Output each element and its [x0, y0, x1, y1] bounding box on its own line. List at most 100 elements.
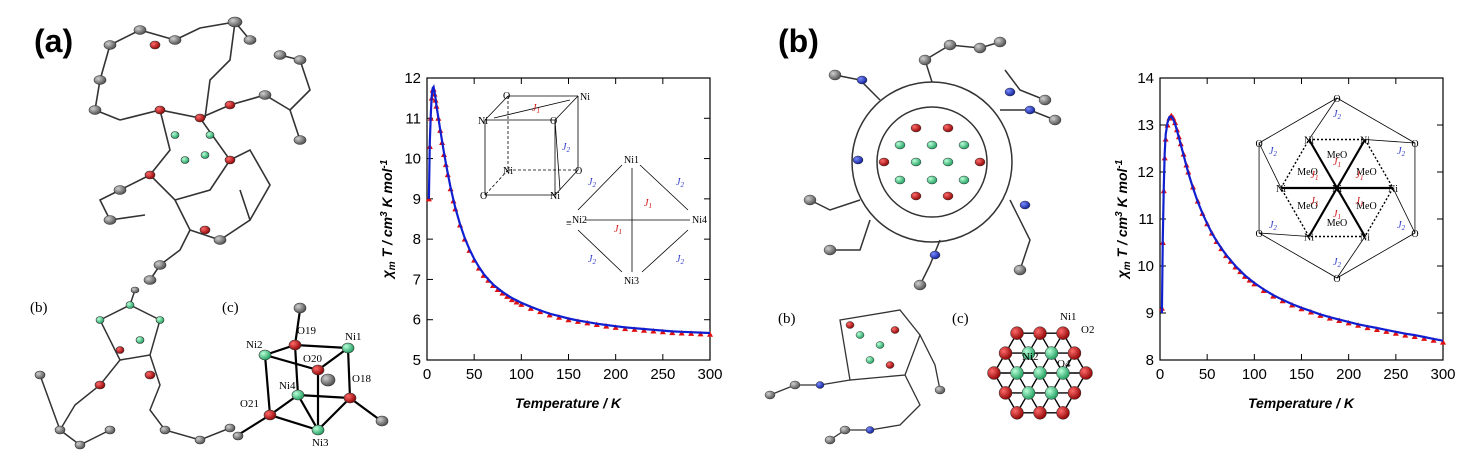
sub-label-b-b: (b)	[778, 311, 796, 327]
oxygen-atom	[987, 366, 1001, 380]
oxygen-atom	[1033, 326, 1047, 340]
oxygen-atom	[1056, 326, 1070, 340]
inset-j1-label: J1	[1333, 209, 1341, 221]
inset-atom: O	[503, 91, 510, 102]
atom-label: O4	[1057, 358, 1071, 370]
equiv-symbol: ≡	[566, 218, 572, 229]
y-tick-label: 8	[413, 231, 421, 248]
inset-meo-label: MeO	[1356, 167, 1377, 178]
inset-ni-label: Ni1	[624, 155, 639, 166]
inset-j1-label: J1	[1311, 170, 1319, 182]
bond	[1364, 187, 1394, 237]
y-tick-label: 12	[404, 70, 421, 87]
data-point	[518, 301, 525, 307]
y-tick-label: 9	[413, 191, 421, 208]
inset-j2-label: J2	[1333, 257, 1341, 269]
bond	[1280, 187, 1310, 237]
y-tick-label: 9	[1146, 305, 1154, 322]
inset-o-label: O	[1333, 274, 1340, 285]
nickel-atom	[1044, 346, 1059, 360]
inset-ni-label: Ni	[1360, 232, 1370, 243]
nickel-atom	[1010, 366, 1024, 380]
oxygen-atom	[1067, 386, 1082, 400]
data-point	[508, 296, 515, 303]
nickel-atom	[1033, 366, 1047, 380]
inset-j1-label: J1	[1356, 196, 1364, 208]
oxygen-atom	[1010, 326, 1024, 340]
panel-label-a: (a)	[34, 23, 73, 59]
cubane-core-a: Ni2 O19 Ni1 O20 Ni4 O21 O18 Ni3	[232, 302, 389, 449]
sub-label-a-b: (b)	[30, 300, 48, 316]
x-tick-label: 300	[697, 366, 722, 383]
bond	[1308, 97, 1338, 140]
y-tick-label: 10	[404, 151, 421, 168]
nickel-atom	[1044, 386, 1059, 400]
chart-b-data	[1158, 112, 1446, 345]
atom-label: O2	[1081, 324, 1094, 336]
y-tick-label: 12	[1137, 164, 1154, 181]
inset-j1-label: J1	[644, 198, 652, 210]
data-point	[1411, 333, 1418, 339]
inset-j2-label: J2	[1397, 220, 1405, 232]
y-tick-label: 7	[413, 271, 421, 288]
inset-j1-label: J1	[1356, 170, 1364, 182]
inset-j2-label: J2	[1333, 109, 1341, 121]
x-tick-label: 100	[1242, 366, 1267, 383]
data-point	[527, 305, 534, 311]
y-tick-label: 8	[1146, 352, 1154, 369]
atom-label: O19	[297, 325, 316, 337]
inset-j2-label: J2	[1269, 220, 1277, 232]
y-tick-label: 11	[1138, 211, 1154, 228]
oxygen-atom	[1067, 346, 1082, 360]
molecule-fragment-b-b	[764, 309, 946, 445]
inset-j1-label: J1	[532, 103, 540, 115]
inset-meo-label: MeO	[1297, 167, 1318, 178]
x-tick-label: 250	[650, 366, 675, 383]
atom-label: Ni2	[1022, 351, 1039, 363]
data-point	[1392, 330, 1399, 336]
fit-line	[427, 84, 711, 335]
y-axis-title-a: χm T / cm3 K mol-1	[379, 159, 398, 280]
atom-label: O21	[240, 398, 259, 410]
bond	[1364, 139, 1415, 144]
hexagonal-core-b: Ni1 O2 Ni2 O4	[987, 311, 1094, 420]
sub-label-a-c: (c)	[222, 300, 239, 316]
bond	[1258, 142, 1282, 189]
bond	[1308, 187, 1338, 238]
y-tick-label: 5	[413, 352, 421, 369]
bond	[1259, 232, 1310, 237]
inset-j2-label: J2	[588, 254, 596, 266]
inset-j2-label: J2	[562, 142, 570, 154]
inset-j2-label: J2	[1269, 146, 1277, 158]
inset-meo-label: MeO	[1327, 218, 1348, 229]
inset-o-label: O	[1411, 139, 1418, 150]
data-point	[707, 331, 713, 337]
y-tick-label: 10	[1137, 258, 1154, 275]
inset-atom: Ni	[503, 166, 513, 177]
inset-atom: Ni	[580, 92, 590, 103]
y-tick-label: 14	[1137, 70, 1154, 87]
inset-meo-label: MeO	[1297, 201, 1318, 212]
inset-atom: O	[575, 166, 582, 177]
inset-meo-label: MeO	[1356, 201, 1377, 212]
x-tick-label: 50	[466, 366, 483, 383]
inset-atom: O	[550, 116, 557, 127]
inset-o-label: O	[1411, 229, 1418, 240]
x-tick-label: 200	[603, 366, 628, 383]
oxygen-atom	[998, 346, 1013, 360]
inset-o-label: O	[1333, 94, 1340, 105]
x-tick-label: 150	[556, 366, 581, 383]
x-tick-label: 150	[1289, 366, 1314, 383]
x-axis-title-b: Temperature / K	[1248, 395, 1355, 411]
bond	[1336, 187, 1366, 238]
inset-ni-label: Ni	[1304, 232, 1314, 243]
y-tick-label: 6	[413, 312, 421, 329]
y-tick-label: 13	[1137, 117, 1154, 134]
exchange-inset-a: O Ni Ni O Ni O O Ni J1 J2 ≡ Ni1 Ni2 Ni3 …	[478, 91, 707, 287]
inset-atom: Ni	[478, 116, 488, 127]
x-tick-label: 0	[1156, 366, 1164, 383]
atom-label: Ni4	[279, 380, 296, 392]
inset-ni-label: Ni	[1360, 136, 1370, 147]
